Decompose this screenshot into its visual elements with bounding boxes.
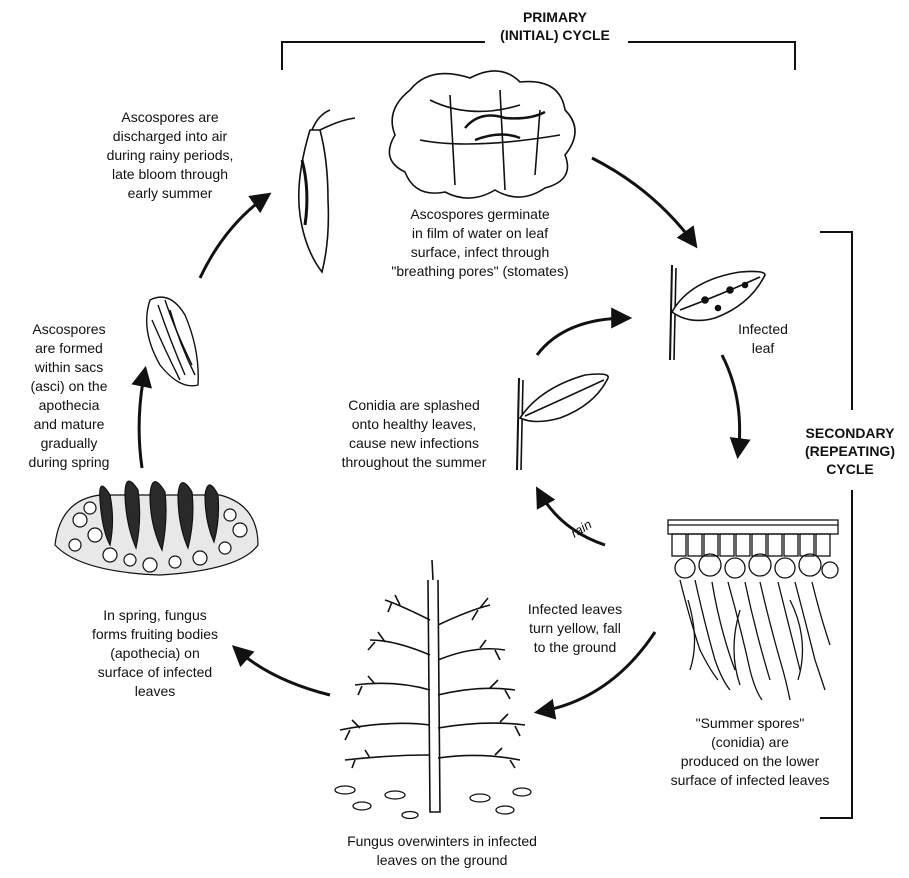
label-line: (conidia) are xyxy=(711,734,789,750)
germinating-leaf-illustration xyxy=(388,70,576,199)
primary-cycle-header: PRIMARY (INITIAL) CYCLE xyxy=(470,8,640,44)
label-line: in film of water on leaf xyxy=(411,225,549,241)
primary-header-line: (INITIAL) CYCLE xyxy=(500,27,610,43)
label-line: during spring xyxy=(28,454,110,470)
primary-header-line: PRIMARY xyxy=(522,9,588,25)
label-fungus-overwinters: Fungus overwinters in infected leaves on… xyxy=(312,832,572,870)
arrow-rain-splash xyxy=(535,486,606,547)
label-line: gradually xyxy=(40,435,98,451)
label-line: Fungus overwinters in infected xyxy=(347,833,537,849)
label-line: leaves xyxy=(134,683,176,699)
label-line: surface of infected leaves xyxy=(670,772,830,788)
label-conidia-splashed: Conidia are splashed onto healthy leaves… xyxy=(318,396,510,472)
label-line: Infected leaves xyxy=(527,601,623,617)
label-line: cause new infections xyxy=(349,435,479,451)
label-fruiting-bodies: In spring, fungus forms fruiting bodies … xyxy=(60,606,250,701)
arrow-germinate-to-infected xyxy=(591,156,698,249)
label-line: apothecia xyxy=(38,397,100,413)
label-line: and mature xyxy=(33,416,105,432)
inner-cycle-arrows xyxy=(535,307,633,547)
arrow-infected-to-summer-spores xyxy=(720,354,751,460)
label-line: Ascospores are xyxy=(121,109,219,125)
label-line: Infected xyxy=(738,321,788,337)
label-line: produced on the lower xyxy=(680,753,820,769)
ascus-discharge-illustration xyxy=(297,109,356,274)
tree-illustration xyxy=(339,559,526,813)
label-ascospores-discharged: Ascospores are discharged into air durin… xyxy=(70,108,270,203)
label-line: early summer xyxy=(127,185,213,201)
secondary-header-line: SECONDARY xyxy=(805,425,895,441)
fallen-leaves-illustration xyxy=(334,785,532,820)
label-line: surface of infected xyxy=(97,664,213,680)
label-line: Ascospores germinate xyxy=(410,206,550,222)
label-line: Ascospores xyxy=(32,321,106,337)
arrow-formed-to-discharged xyxy=(198,192,272,279)
label-line: surface, infect through xyxy=(410,244,550,260)
outer-cycle-arrows xyxy=(131,156,751,720)
label-line: to the ground xyxy=(533,639,617,655)
arrow-fruiting-to-formed xyxy=(131,365,153,469)
secondary-header-line: (REPEATING) xyxy=(805,443,895,459)
secondary-cycle-bracket xyxy=(820,231,853,819)
secondary-header-line: CYCLE xyxy=(826,461,874,477)
label-line: discharged into air xyxy=(112,128,228,144)
label-summer-spores: "Summer spores" (conidia) are produced o… xyxy=(650,714,850,790)
label-line: In spring, fungus xyxy=(103,607,207,623)
label-line: within sacs xyxy=(34,359,104,375)
label-line: are formed xyxy=(35,340,103,356)
label-line: throughout the summer xyxy=(341,454,487,470)
label-line: turn yellow, fall xyxy=(529,620,621,636)
arrow-overwinter-to-fruiting xyxy=(231,645,331,697)
label-line: leaf xyxy=(751,340,775,356)
label-line: leaves on the ground xyxy=(376,852,508,868)
label-line: during rainy periods, xyxy=(106,147,234,163)
ascus-with-spores-illustration xyxy=(145,296,199,387)
label-line: (asci) on the xyxy=(30,378,108,394)
conidia-cross-section-illustration xyxy=(667,519,839,701)
label-infected-leaf: Infected leaf xyxy=(728,320,798,358)
secondary-cycle-header: SECONDARY (REPEATING) CYCLE xyxy=(790,424,909,478)
label-leaves-turn-yellow: Infected leaves turn yellow, fall to the… xyxy=(505,600,645,657)
arrow-leaves-fall xyxy=(533,631,657,720)
label-line: (apothecia) on xyxy=(110,645,200,661)
arrow-splash-to-infected xyxy=(535,307,633,356)
label-line: "Summer spores" xyxy=(695,715,805,731)
label-line: late bloom through xyxy=(112,166,228,182)
infected-leaf-illustration xyxy=(669,264,766,361)
label-line: Conidia are splashed xyxy=(348,397,480,413)
label-line: "breathing pores" (stomates) xyxy=(391,263,569,279)
apothecium-illustration xyxy=(54,480,259,576)
primary-cycle-bracket xyxy=(281,41,796,70)
label-line: onto healthy leaves, xyxy=(351,416,477,432)
label-ascospores-formed: Ascospores are formed within sacs (asci)… xyxy=(8,320,130,472)
label-ascospores-germinate: Ascospores germinate in film of water on… xyxy=(375,205,585,281)
label-line: forms fruiting bodies xyxy=(91,626,219,642)
healthy-leaf-illustration xyxy=(516,373,609,471)
